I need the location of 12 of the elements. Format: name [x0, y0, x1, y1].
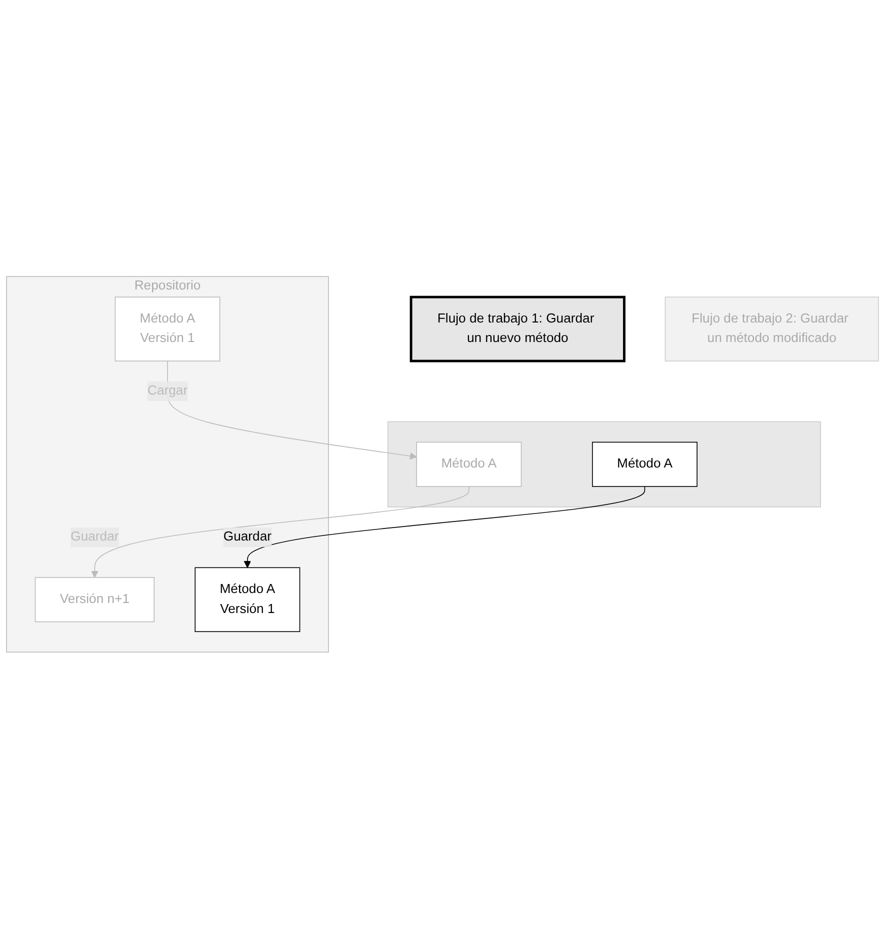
edge-label: Guardar [223, 530, 272, 544]
arrow [244, 486, 646, 568]
arrow [91, 486, 470, 578]
node-box: Método A [592, 442, 698, 488]
arrow [167, 360, 417, 460]
node-box: Método A Versión 1 [114, 296, 220, 362]
node-box: Método A Versión 1 [194, 567, 300, 632]
node-box: Flujo de trabajo 1: Guardar un nuevo método [410, 296, 626, 362]
cluster [388, 421, 821, 508]
node-box: Método A [416, 442, 522, 488]
node-box: Flujo de trabajo 2: Guardar un método modificado [664, 296, 879, 362]
node-box: Versión n+1 [34, 577, 155, 622]
